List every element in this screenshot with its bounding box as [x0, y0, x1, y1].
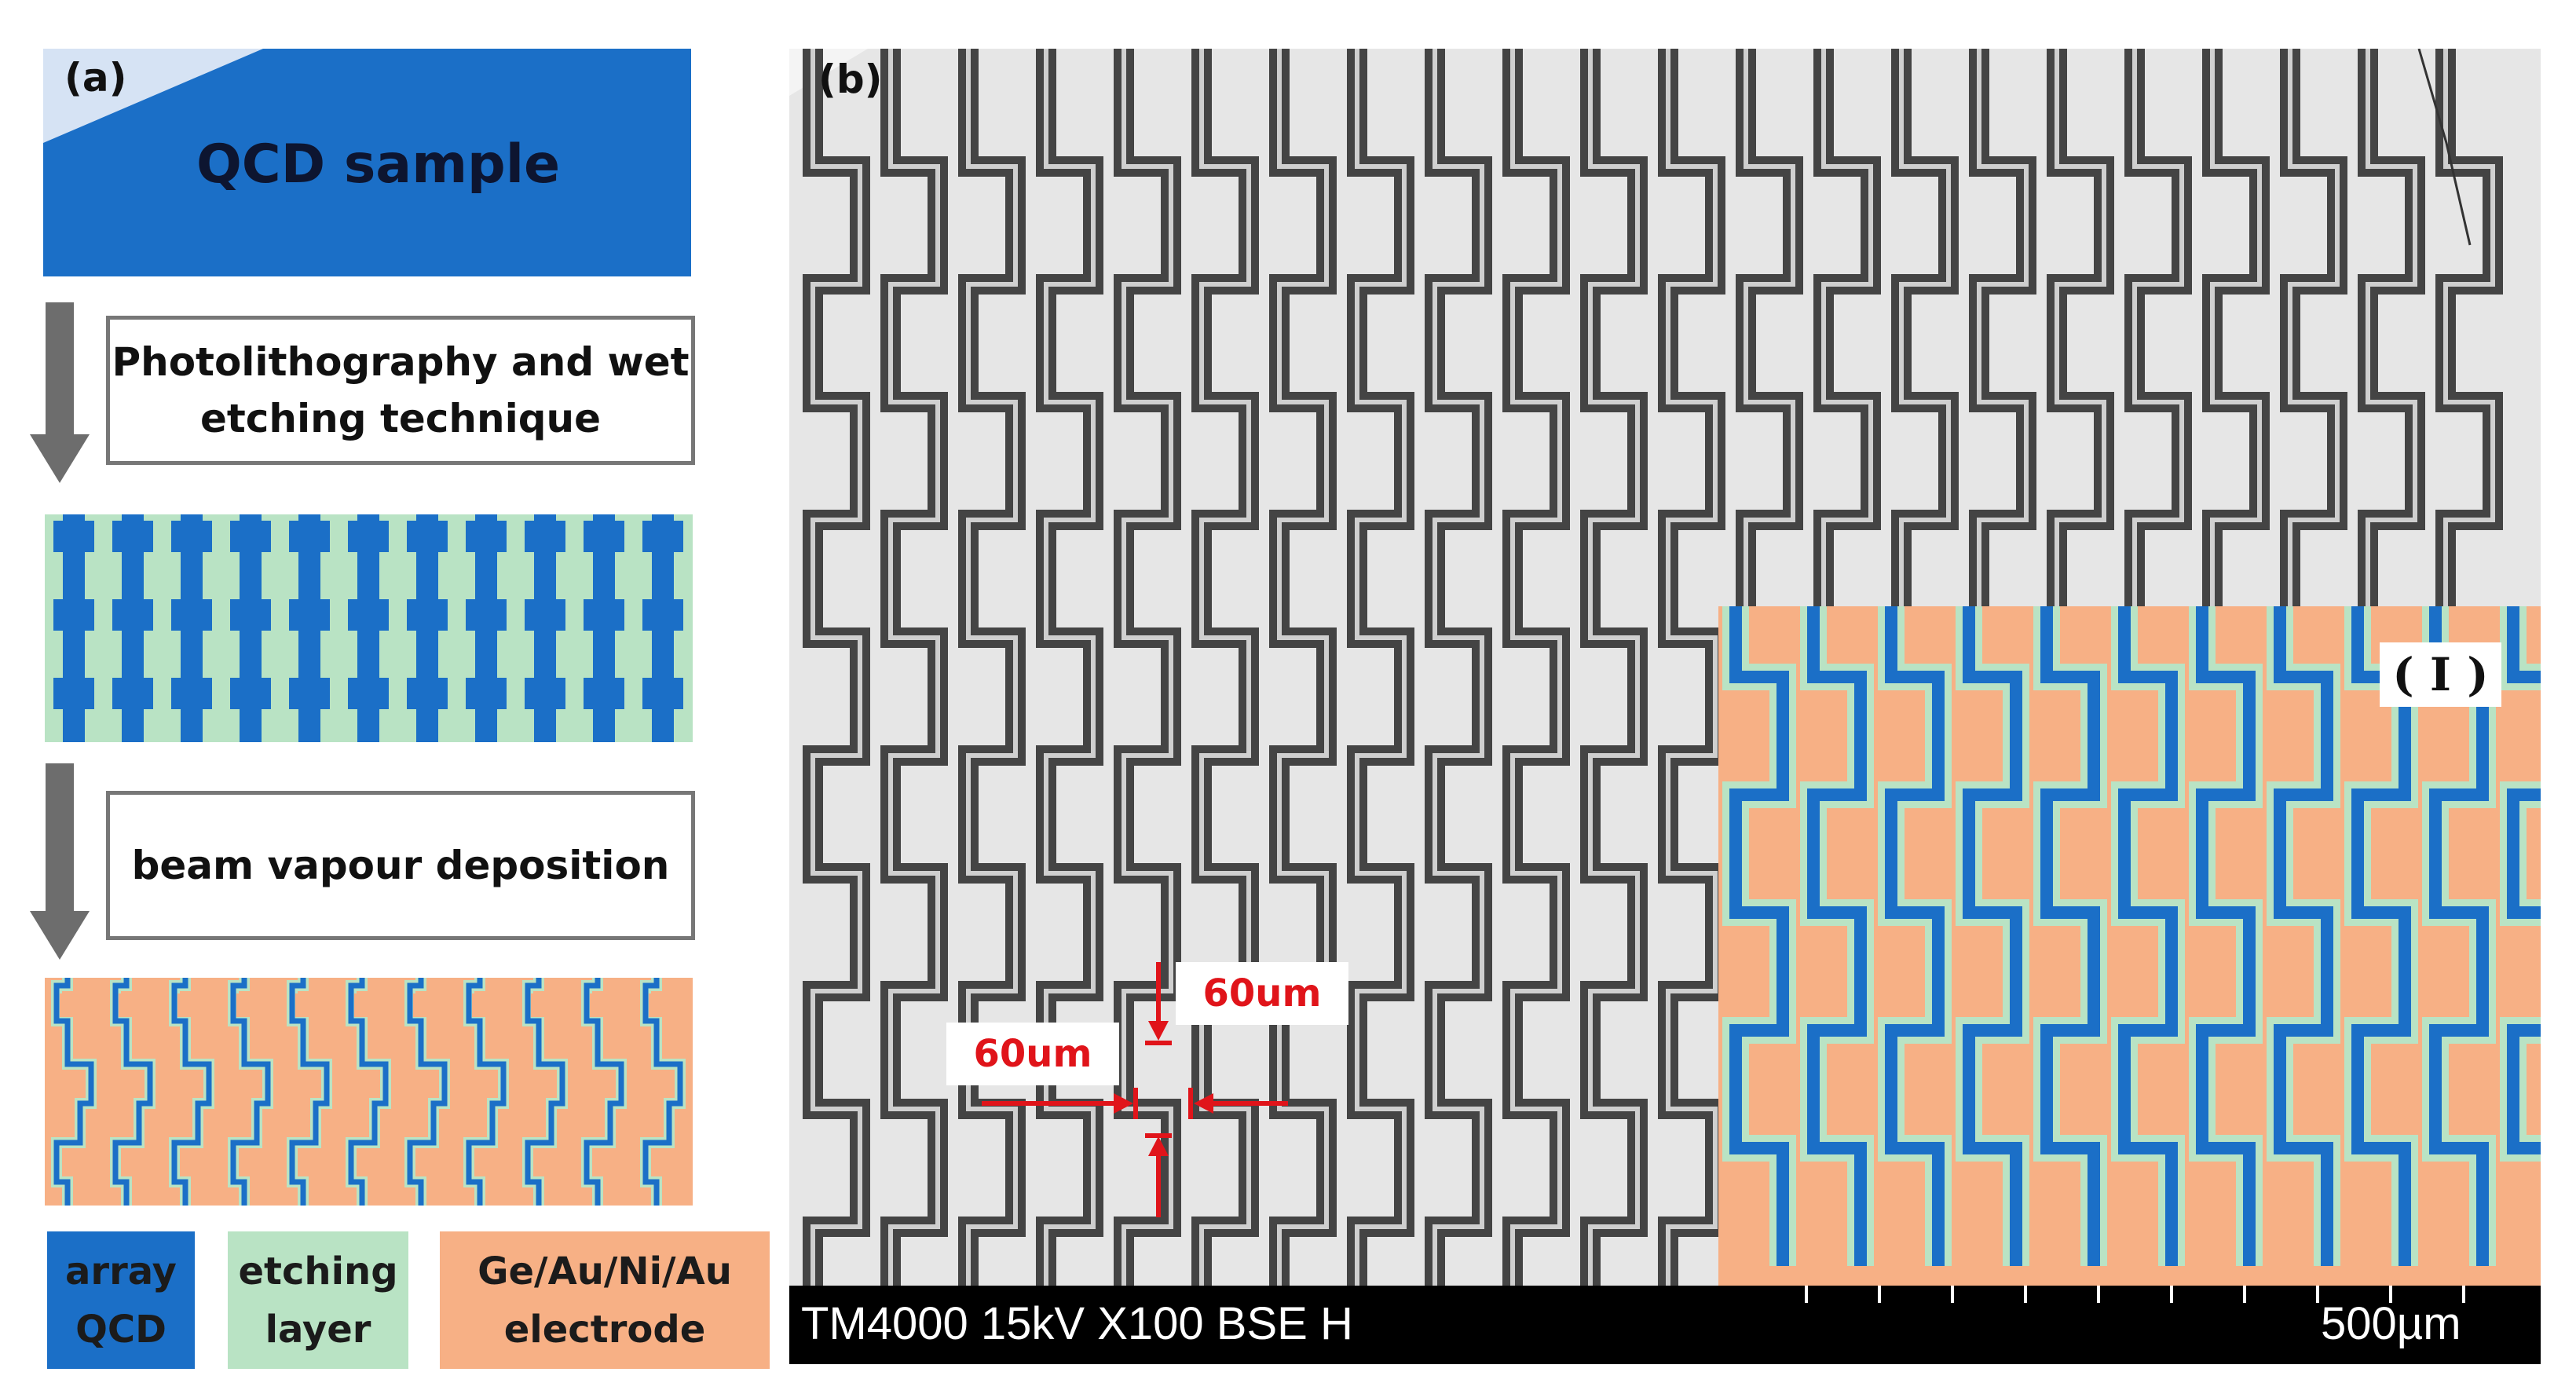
sem-info-bar: [789, 1286, 2541, 1364]
panel-b-label: (b): [818, 57, 883, 102]
scale-ticks: [1805, 1286, 2465, 1303]
electrode-column: [110, 978, 156, 1206]
step-photolithography-box: Photolithography and wet etching techniq…: [106, 316, 695, 465]
inset-meander-column: [1800, 606, 1874, 1266]
panel-a-label: (a): [64, 55, 127, 101]
inset-meander-column: [2267, 606, 2340, 1266]
etched-column: [112, 514, 153, 742]
inset-meander-column: [2111, 606, 2185, 1266]
electrode-column: [404, 978, 450, 1206]
sem-meander-column: [1114, 49, 1181, 1286]
inset-label: ( I ): [2380, 642, 2501, 707]
electrode-column: [169, 978, 214, 1206]
inset-meander-column: [2500, 606, 2541, 1162]
electrode-column: [346, 978, 391, 1206]
electrode-column: [228, 978, 273, 1206]
sem-meander-column: [958, 49, 1026, 1286]
dimension-arrows: [982, 962, 1288, 1217]
sem-meander-column: [803, 49, 870, 1286]
electrode-column: [51, 978, 97, 1206]
dimension-label-x: 60um: [946, 1023, 1119, 1085]
etched-column: [230, 514, 271, 742]
scale-bar-label: 500µm: [2321, 1298, 2461, 1349]
sem-meander-column: [1502, 49, 1570, 1286]
etched-column: [53, 514, 94, 742]
process-arrow-down-icon: [30, 763, 90, 960]
etched-column: [466, 514, 507, 742]
qcd-sample-box: [43, 49, 691, 276]
etched-column: [407, 514, 448, 742]
sample-title: QCD sample: [196, 134, 561, 196]
dimension-label-y: 60um: [1176, 962, 1348, 1025]
etched-column: [642, 514, 683, 742]
etched-column: [171, 514, 212, 742]
etched-column: [348, 514, 389, 742]
sem-meander-column: [1658, 49, 1725, 1286]
sem-meander-column: [1191, 49, 1259, 1286]
electrode-column: [522, 978, 568, 1206]
inset-colored-overlay: [1718, 606, 2541, 1286]
electrode-column: [463, 978, 509, 1206]
sem-meander-column: [1425, 49, 1492, 1286]
legend-etching-layer: etching layer: [228, 1231, 408, 1369]
etched-column: [289, 514, 330, 742]
inset-meander-column: [1878, 606, 1952, 1266]
sem-meander-column: [1347, 49, 1414, 1286]
step-deposition-box: beam vapour deposition: [106, 791, 695, 940]
etched-pattern: [45, 514, 693, 742]
sem-meander-column: [1580, 49, 1648, 1286]
inset-meander-column: [1722, 606, 1796, 1266]
inset-meander-column: [1956, 606, 2029, 1266]
electrode-column: [287, 978, 332, 1206]
inset-meander-column: [2033, 606, 2107, 1266]
process-arrow-down-icon: [30, 302, 90, 483]
sem-info-text: TM4000 15kV X100 BSE H: [801, 1298, 1353, 1349]
sem-meander-column: [1036, 49, 1103, 1286]
electrode-column: [640, 978, 686, 1206]
inset-meander-column: [2189, 606, 2263, 1266]
legend-electrode: Ge/Au/Ni/Au electrode: [440, 1231, 770, 1369]
panel-a: (a) QCD sample Photolithography and wet …: [0, 0, 785, 1394]
etched-column: [584, 514, 624, 742]
sem-meander-column: [880, 49, 948, 1286]
sem-meander-column: [1269, 49, 1337, 1286]
electrode-pattern: [45, 978, 693, 1206]
legend-array-qcd: array QCD: [47, 1231, 195, 1369]
electrode-column: [581, 978, 627, 1206]
etched-column: [525, 514, 565, 742]
